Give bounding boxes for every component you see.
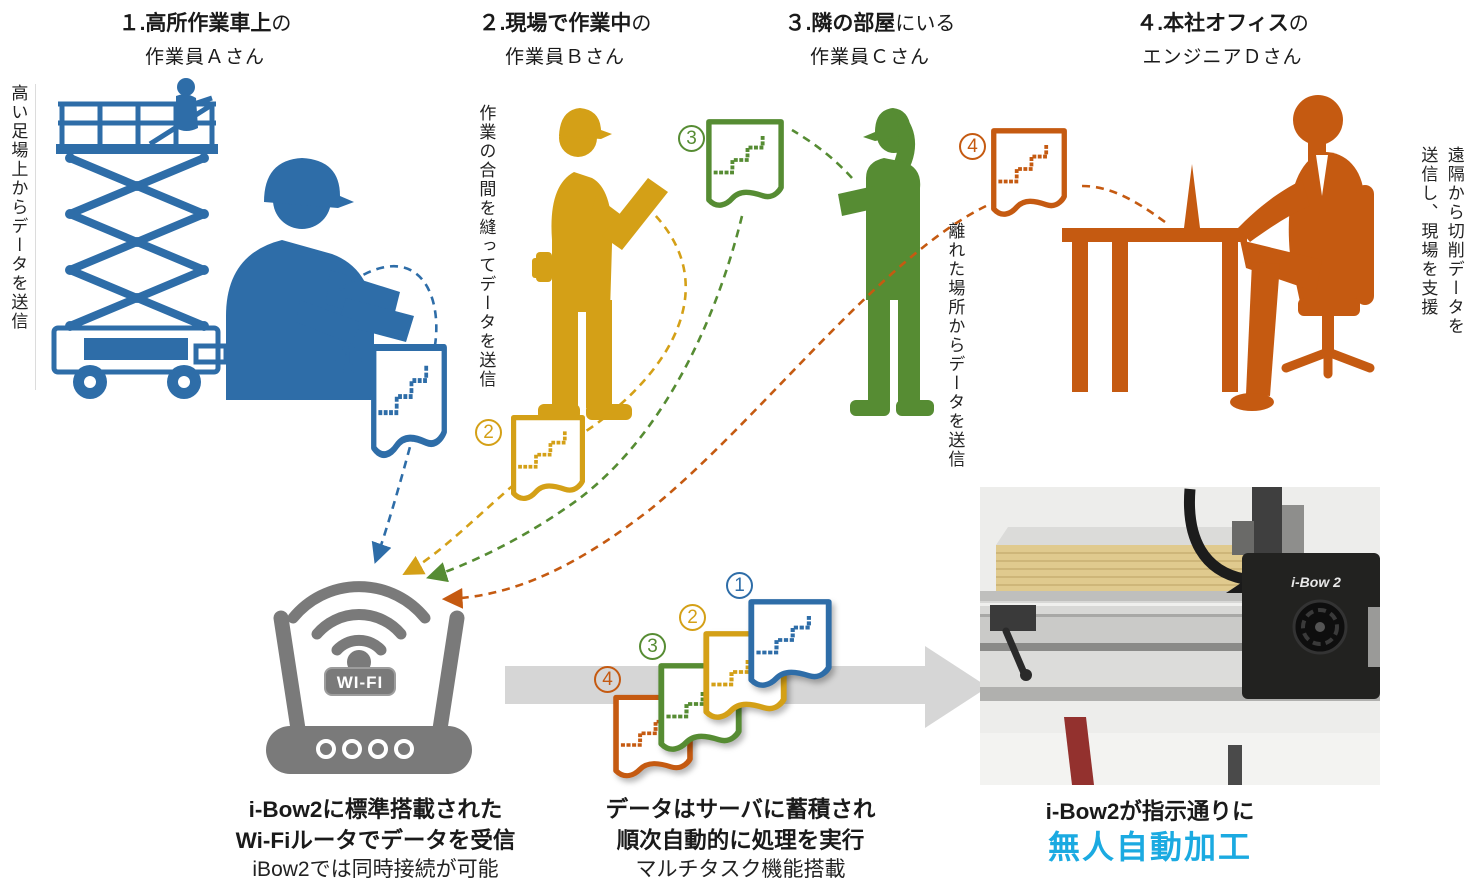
document-icon-4 bbox=[988, 125, 1070, 223]
router-caption-line3: iBow2では同時接続が可能 bbox=[252, 858, 499, 882]
section-1-title: １.高所作業車上 bbox=[118, 12, 272, 35]
section-4-title: ４.本社オフィス bbox=[1136, 12, 1289, 35]
stack-document-icon-1 bbox=[745, 596, 835, 694]
stack-doc-number-1: 1 bbox=[726, 572, 753, 599]
wifi-label: WI-FI bbox=[337, 673, 384, 692]
side-note-worker-b: 作業の合間を縫ってデータを送信 bbox=[476, 104, 496, 389]
server-caption: データはサーバに蓄積され 順次自動的に処理を実行 マルチタスク機能搭載 bbox=[563, 794, 918, 885]
worker-b-figure bbox=[532, 108, 668, 420]
document-icon-1 bbox=[368, 340, 450, 466]
router-caption-line2: Wi-Fiルータでデータを受信 bbox=[235, 828, 516, 854]
section-2-title: ２.現場で作業中 bbox=[478, 12, 632, 35]
stack-doc-number-2: 2 bbox=[679, 604, 706, 631]
doc-number-3: 3 bbox=[678, 125, 705, 152]
section-4-subtitle: エンジニアＤさん bbox=[1142, 46, 1303, 68]
scissor-lift-figure bbox=[51, 78, 229, 399]
router-caption-line1: i-Bow2に標準搭載された bbox=[248, 797, 503, 822]
doc-number-4: 4 bbox=[959, 133, 986, 160]
doc-number-2: 2 bbox=[475, 419, 502, 446]
machine-brand-label: i-Bow 2 bbox=[1291, 574, 1341, 590]
section-3-header: ３.隣の部屋にいる 作業員Ｃさん bbox=[740, 8, 1000, 72]
data-flow-arrow-4b bbox=[441, 204, 987, 609]
section-3-title-tail: にいる bbox=[895, 13, 956, 35]
side-note-worker-c: 離れた場所からデータを送信 bbox=[945, 222, 965, 469]
server-caption-line3: マルチタスク機能搭載 bbox=[635, 858, 846, 882]
stack-doc-number-4: 4 bbox=[594, 666, 621, 693]
data-flow-arrow-3a bbox=[791, 128, 853, 179]
section-2-subtitle: 作業員Ｂさん bbox=[504, 46, 625, 68]
section-4-title-tail: の bbox=[1288, 13, 1309, 35]
data-flow-arrow-3b bbox=[426, 215, 744, 583]
wifi-router-icon: WI-FI bbox=[266, 581, 472, 774]
section-1-subtitle: 作業員Ａさん bbox=[144, 46, 265, 68]
machine-caption-line1: i-Bow2が指示通りに bbox=[1045, 799, 1255, 824]
section-3-title: ３.隣の部屋 bbox=[784, 12, 896, 35]
document-icon-3 bbox=[703, 116, 787, 214]
worker-c-figure bbox=[838, 108, 934, 416]
server-caption-line1: データはサーバに蓄積され bbox=[605, 797, 876, 822]
document-icon-2 bbox=[508, 412, 588, 507]
section-1-title-tail: の bbox=[271, 13, 292, 35]
doc-number-1: 1 bbox=[335, 346, 362, 373]
cnc-machine-photo: i-Bow 2 bbox=[980, 487, 1380, 785]
router-caption: i-Bow2に標準搭載された Wi-Fiルータでデータを受信 iBow2では同時… bbox=[193, 794, 558, 885]
engineer-d-figure bbox=[1062, 95, 1375, 411]
stack-doc-number-3: 3 bbox=[639, 633, 666, 660]
section-2-title-tail: の bbox=[631, 13, 652, 35]
data-flow-arrow-2 bbox=[402, 205, 687, 575]
server-caption-line2: 順次自動的に処理を実行 bbox=[616, 828, 865, 854]
data-flow-arrow-4a bbox=[1081, 184, 1166, 224]
cnc-machine-art: i-Bow 2 bbox=[980, 487, 1380, 785]
side-note-engineer-d: 遠隔から切削データを 送信し、現場を支援 bbox=[1418, 146, 1464, 336]
section-4-header: ４.本社オフィスの エンジニアＤさん bbox=[1090, 8, 1355, 72]
machine-caption: i-Bow2が指示通りに 無人自動加工 bbox=[990, 796, 1310, 867]
machine-caption-highlight: 無人自動加工 bbox=[1047, 829, 1252, 866]
side-note-worker-a: 高い足場上からデータを送信 bbox=[4, 84, 37, 390]
section-2-header: ２.現場で作業中の 作業員Ｂさん bbox=[435, 8, 695, 72]
section-1-header: １.高所作業車上の 作業員Ａさん bbox=[75, 8, 335, 72]
section-3-subtitle: 作業員Ｃさん bbox=[809, 46, 930, 68]
